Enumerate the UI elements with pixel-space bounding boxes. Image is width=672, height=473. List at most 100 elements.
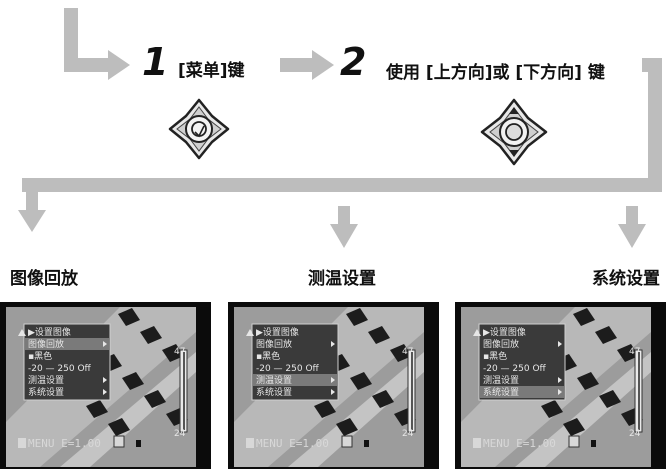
menu-item: ▶设置图像	[256, 326, 299, 338]
branch-label-playback: 图像回放	[10, 269, 78, 289]
submenu-arrow-icon	[331, 341, 335, 347]
menu-item: 测温设置	[28, 375, 64, 386]
step-2-number: 2	[340, 40, 367, 84]
thermal-block	[599, 390, 621, 408]
control-pad-menu-icon	[168, 98, 230, 160]
menu-item: 图像回放	[28, 338, 64, 350]
thermal-band-2	[515, 352, 651, 467]
colorbar-bottom-label: 24	[402, 429, 414, 439]
branch-arrowhead-1	[18, 210, 46, 232]
menu-panel	[23, 323, 111, 401]
connector-vertical-top	[64, 8, 78, 66]
thermal-block	[368, 326, 390, 344]
control-pad-updown-icon	[480, 98, 548, 166]
connector-right-vertical	[648, 58, 662, 188]
colorbar-top-label: 47	[629, 347, 640, 357]
menu-item: ▪黑色	[28, 350, 52, 362]
submenu-arrow-icon	[558, 341, 562, 347]
submenu-arrow-icon	[103, 389, 107, 395]
colorbar-inner	[638, 352, 640, 430]
colorbar-bottom-label: 24	[174, 429, 186, 439]
menu-up-icon	[246, 329, 254, 336]
colorbar-inner	[411, 352, 413, 430]
branch-label-measure: 测温设置	[308, 269, 376, 289]
submenu-arrow-icon	[331, 389, 335, 395]
status-text: MENU E=1.00	[28, 437, 101, 450]
branch-arrowhead-3	[618, 224, 646, 248]
connector-step1-to-step2	[280, 58, 312, 72]
thermal-block	[336, 418, 358, 436]
thermal-block	[563, 418, 585, 436]
submenu-arrow-icon	[103, 377, 107, 383]
step-2-text: 使用 [上方向]或 [下方向] 键	[386, 63, 605, 83]
branch-arrowhead-2	[330, 224, 358, 248]
thermal-block	[541, 400, 563, 418]
menu-item: ▪黑色	[483, 350, 507, 362]
thermal-band-2	[288, 352, 424, 467]
submenu-arrow-icon	[558, 389, 562, 395]
arrowhead-step1	[108, 50, 130, 80]
status-text: MENU E=1.00	[256, 437, 329, 450]
thermal-block	[346, 308, 368, 326]
thermal-block	[573, 308, 595, 326]
thermal-block	[118, 308, 140, 326]
connector-horizontal-to-step1	[64, 58, 108, 72]
colorbar-top-label: 47	[402, 347, 413, 357]
arrowhead-step2	[312, 50, 334, 80]
menu-item: ▪黑色	[256, 350, 280, 362]
menu-item: -20 — 250 Off	[483, 364, 547, 374]
step-1-text: [菜单]键	[178, 61, 245, 81]
menu-item: ▶设置图像	[28, 326, 71, 338]
flow-connector-svg	[18, 8, 662, 248]
thermal-block	[595, 326, 617, 344]
menu-item: 图像回放	[256, 338, 292, 350]
menu-item: -20 — 250 Off	[256, 364, 320, 374]
connector-branch-bar	[22, 178, 662, 192]
thermal-block	[314, 400, 336, 418]
colorbar-top-label: 47	[174, 347, 185, 357]
status-battery-icon	[568, 435, 580, 448]
status-indicator-icon	[136, 440, 141, 447]
menu-item: 测温设置	[483, 375, 519, 386]
menu-highlight	[25, 338, 109, 350]
status-battery-icon	[113, 435, 125, 448]
menu-up-icon	[18, 329, 26, 336]
colorbar-inner	[183, 352, 185, 430]
menu-item: 系统设置	[256, 386, 292, 398]
thermal-block	[108, 418, 130, 436]
menu-item: -20 — 250 Off	[28, 364, 92, 374]
thermal-band-2	[60, 352, 196, 467]
menu-item: ▶设置图像	[483, 326, 526, 338]
status-indicator-icon	[364, 440, 369, 447]
thermal-block	[122, 372, 144, 390]
thermal-block	[390, 344, 412, 362]
menu-panel	[251, 323, 339, 401]
status-battery-icon	[341, 435, 353, 448]
status-menu-icon	[18, 438, 26, 448]
thermal-block	[372, 390, 394, 408]
menu-highlight	[480, 386, 564, 398]
colorbar-bottom-label: 24	[629, 429, 641, 439]
menu-highlight	[253, 374, 337, 386]
submenu-arrow-icon	[331, 377, 335, 383]
thermal-block	[617, 344, 639, 362]
menu-item: 测温设置	[256, 375, 292, 386]
status-indicator-icon	[591, 440, 596, 447]
menu-item: 图像回放	[483, 338, 519, 350]
branch-stem-1	[26, 178, 38, 212]
thermal-block	[162, 344, 184, 362]
thermal-block	[140, 326, 162, 344]
status-text: MENU E=1.00	[483, 437, 556, 450]
branch-label-system: 系统设置	[592, 269, 660, 289]
menu-up-icon	[473, 329, 481, 336]
thermal-block	[577, 372, 599, 390]
menu-item: 系统设置	[483, 386, 519, 398]
step-1-number: 1	[142, 40, 169, 84]
status-menu-icon	[473, 438, 481, 448]
status-menu-icon	[246, 438, 254, 448]
thermal-block	[144, 390, 166, 408]
submenu-arrow-icon	[103, 341, 107, 347]
thermal-block	[350, 372, 372, 390]
